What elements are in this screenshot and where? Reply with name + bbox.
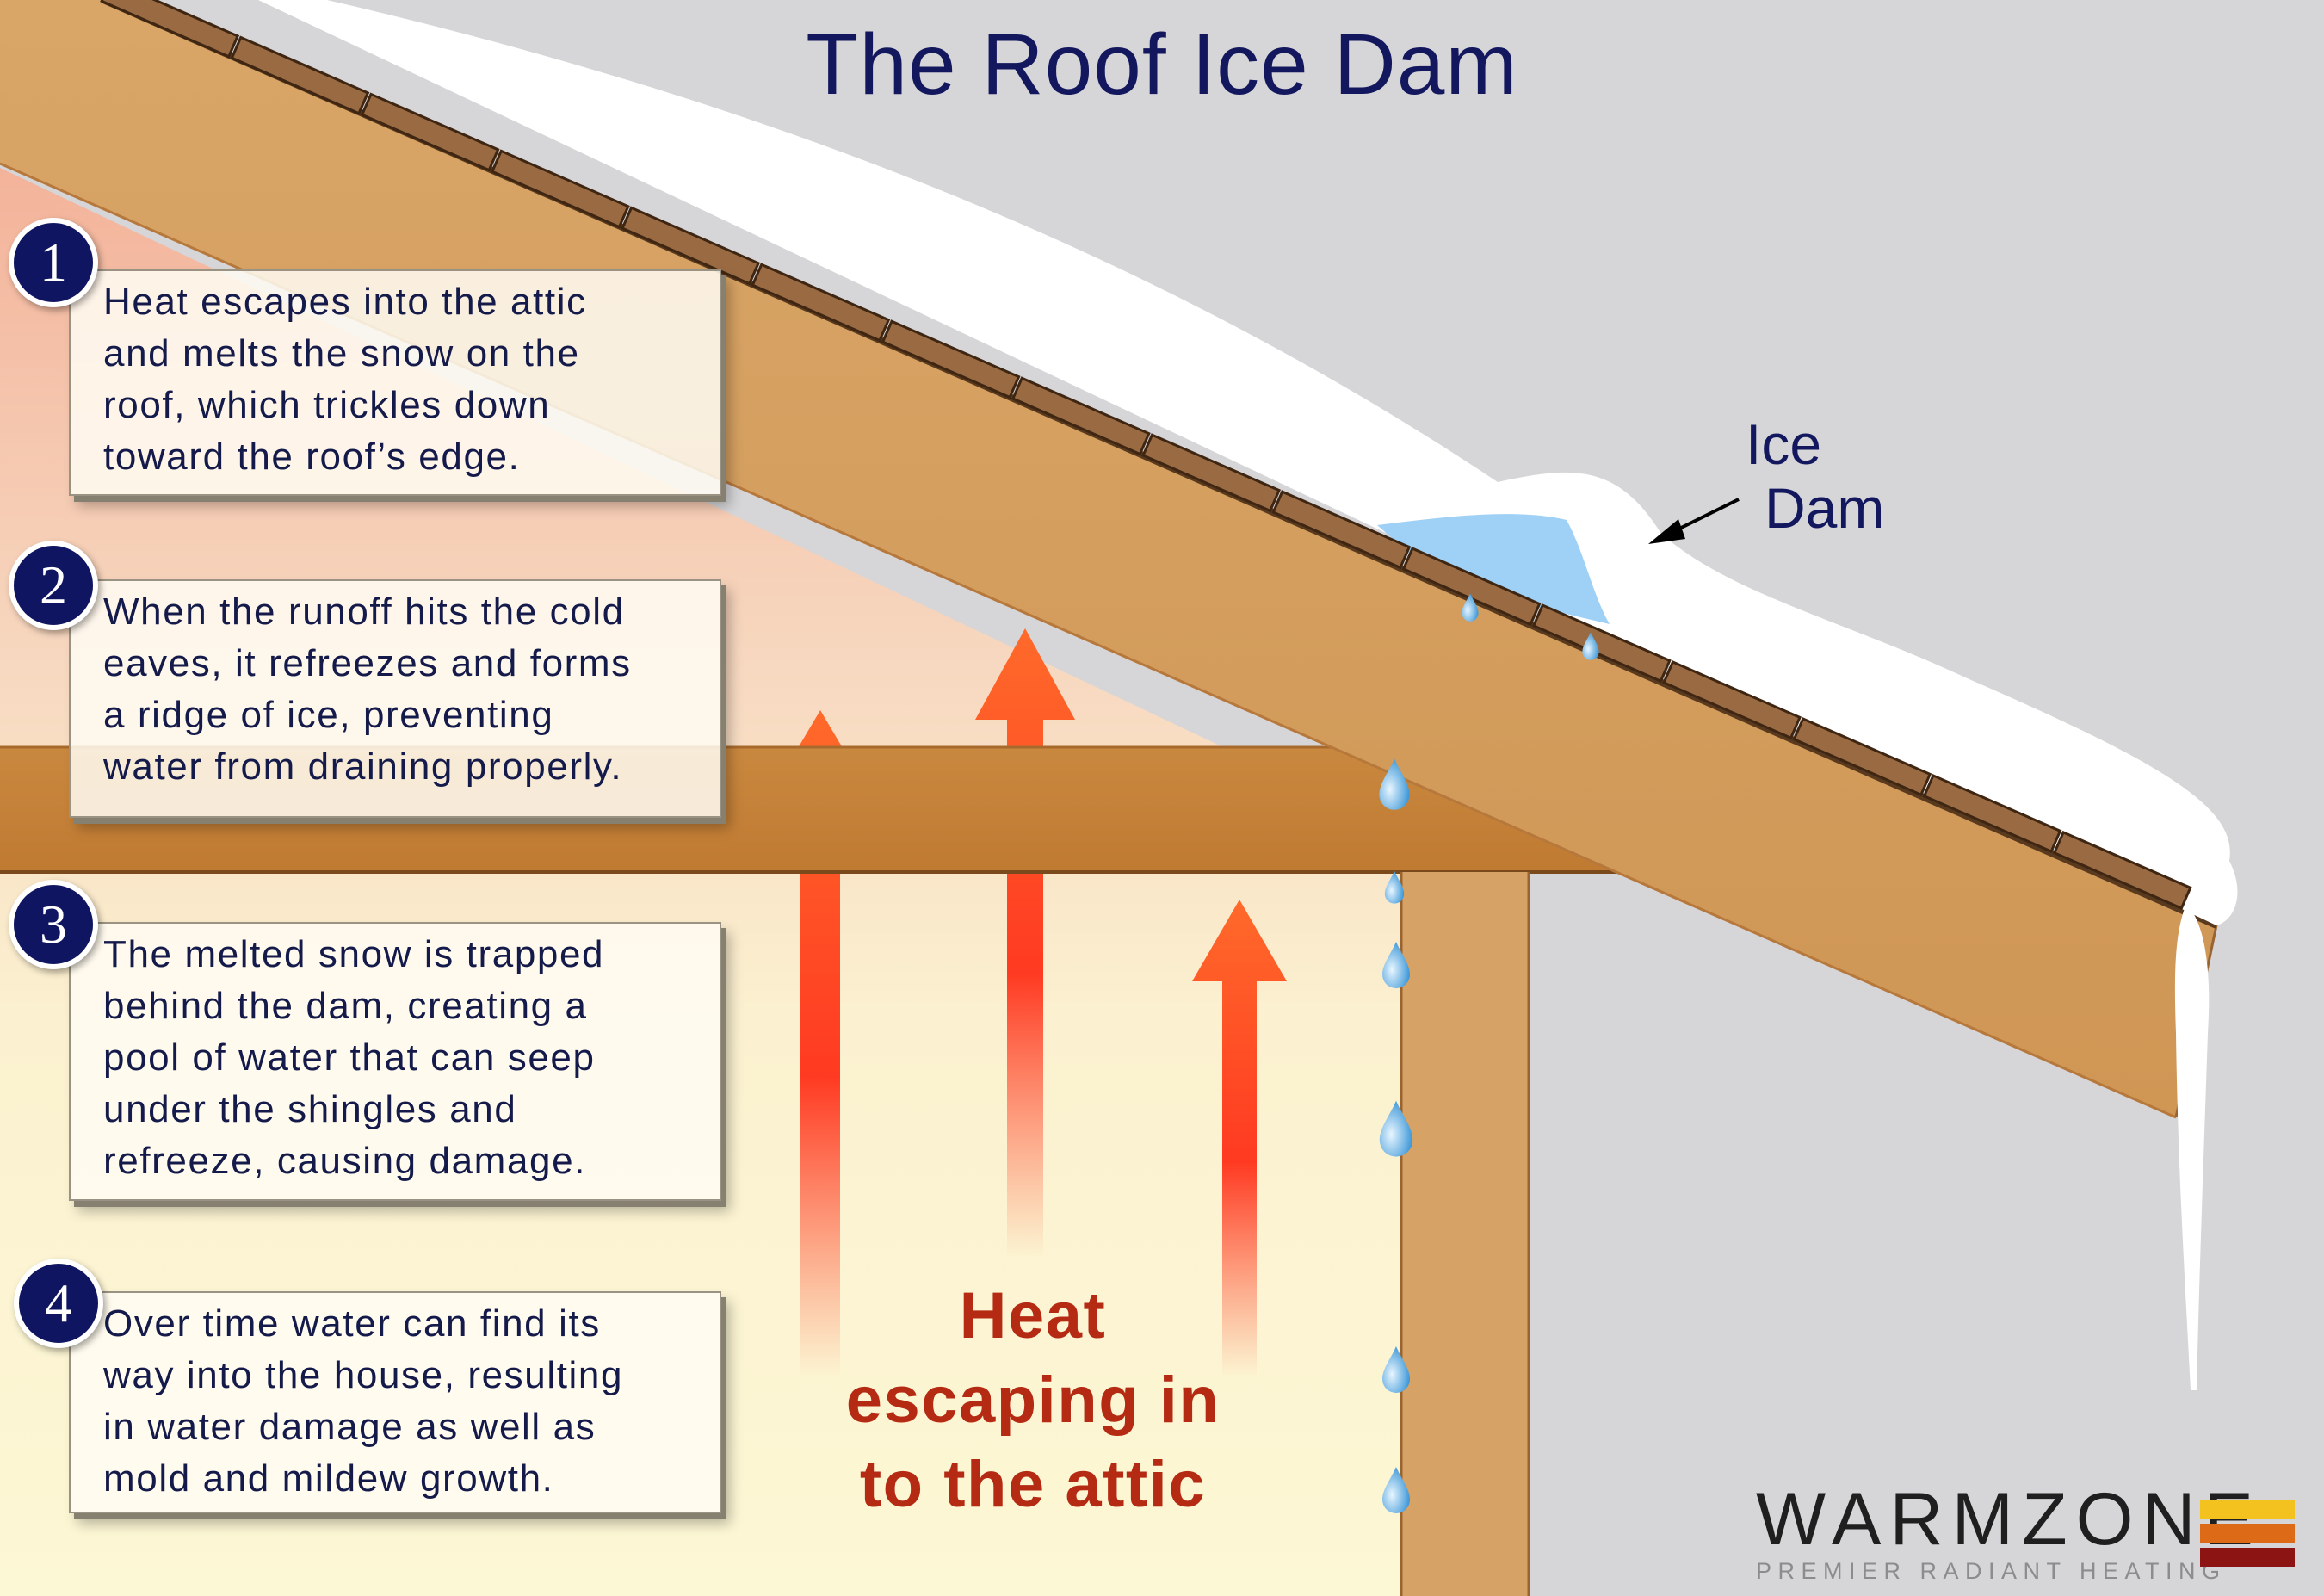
step-2-line: When the runoff hits the cold xyxy=(103,591,625,633)
shingle xyxy=(1922,773,2062,854)
water-drop xyxy=(1462,593,1479,622)
diagram-title: The Roof Ice Dam xyxy=(806,16,1518,113)
step-4-line: Over time water can find its xyxy=(103,1302,601,1345)
heat-arrow-right xyxy=(1192,900,1287,1377)
ice-dam-label-line2: Dam xyxy=(1765,476,1885,540)
step-4-number-badge: 4 xyxy=(14,1259,103,1348)
shingle xyxy=(360,92,500,172)
ice-dam-label-line1: Ice xyxy=(1746,412,1822,476)
step-1-box: Heat escapes into the attic and melts th… xyxy=(69,269,721,496)
shingle xyxy=(1792,717,1932,797)
heat-label-line: to the attic xyxy=(859,1448,1207,1521)
step-3-line: pool of water that can seep xyxy=(103,1036,596,1079)
shingle xyxy=(751,263,891,343)
water-drop xyxy=(1379,758,1410,810)
water-drop xyxy=(1582,632,1599,660)
shingle xyxy=(230,35,370,115)
brand-name: WARMZONE xyxy=(1756,1478,2262,1561)
step-2-number-badge: 2 xyxy=(9,541,98,630)
step-2-line: eaves, it refreezes and forms xyxy=(103,642,632,684)
water-drop xyxy=(1379,1100,1413,1157)
step-4-line: mold and mildew growth. xyxy=(103,1457,554,1500)
heat-label-line: Heat xyxy=(959,1279,1107,1352)
ice-dam-pointer-arrow xyxy=(1648,498,1740,544)
step-3-line: behind the dam, creating a xyxy=(103,985,588,1027)
shingle xyxy=(2052,830,2192,911)
shingle xyxy=(100,0,240,59)
heat-arrow-middle xyxy=(975,628,1075,1257)
shingle xyxy=(1662,660,1802,740)
heat-label-line: escaping in xyxy=(845,1364,1221,1437)
step-1-line: and melts the snow on the xyxy=(103,332,580,374)
shingle xyxy=(621,206,761,286)
water-drops xyxy=(1379,593,1599,1513)
step-3-line: The melted snow is trapped xyxy=(103,933,605,975)
shingle xyxy=(490,149,630,229)
wall-stud xyxy=(1401,872,1529,1596)
heat-escaping-label: Heat escaping in to the attic xyxy=(766,1274,1300,1527)
icicle xyxy=(2174,904,2210,1390)
heat-arrow-left xyxy=(762,710,879,1377)
water-drop xyxy=(1382,1467,1410,1513)
shingle xyxy=(881,319,1021,399)
shingle xyxy=(1401,547,1542,627)
heat-arrows xyxy=(762,628,1287,1377)
shingle xyxy=(1271,490,1412,570)
step-2-line: a ridge of ice, preventing xyxy=(103,694,554,736)
brand-color-bars xyxy=(2200,1500,2295,1572)
step-1-line: toward the roof’s edge. xyxy=(103,436,521,478)
brand-bar-yellow xyxy=(2200,1500,2295,1519)
step-3-line: refreeze, causing damage. xyxy=(103,1140,586,1182)
step-4-line: in water damage as well as xyxy=(103,1406,596,1448)
water-drop xyxy=(1382,942,1410,988)
warmzone-logo: WARMZONE PREMIER RADIANT HEATING xyxy=(1756,1478,2262,1584)
step-1-line: Heat escapes into the attic xyxy=(103,281,587,323)
step-4-box: Over time water can find its way into th… xyxy=(69,1291,721,1513)
trapped-melt-water xyxy=(1377,514,1610,624)
brand-tagline: PREMIER RADIANT HEATING xyxy=(1756,1558,2227,1584)
step-1-line: roof, which trickles down xyxy=(103,384,551,426)
brand-bar-orange xyxy=(2200,1524,2295,1543)
step-3-line: under the shingles and xyxy=(103,1088,517,1130)
water-drop xyxy=(1384,870,1405,904)
step-4-line: way into the house, resulting xyxy=(103,1354,624,1396)
roof-shingles xyxy=(100,0,2192,911)
water-drop xyxy=(1382,1346,1410,1393)
step-1-number-badge: 1 xyxy=(9,218,98,307)
shingle xyxy=(1011,376,1151,456)
step-3-number-badge: 3 xyxy=(9,880,98,969)
step-2-line: water from draining properly. xyxy=(103,745,623,788)
step-2-box: When the runoff hits the cold eaves, it … xyxy=(69,579,721,818)
brand-bar-red xyxy=(2200,1548,2295,1567)
step-3-box: The melted snow is trapped behind the da… xyxy=(69,922,721,1201)
shingle xyxy=(1141,433,1282,513)
